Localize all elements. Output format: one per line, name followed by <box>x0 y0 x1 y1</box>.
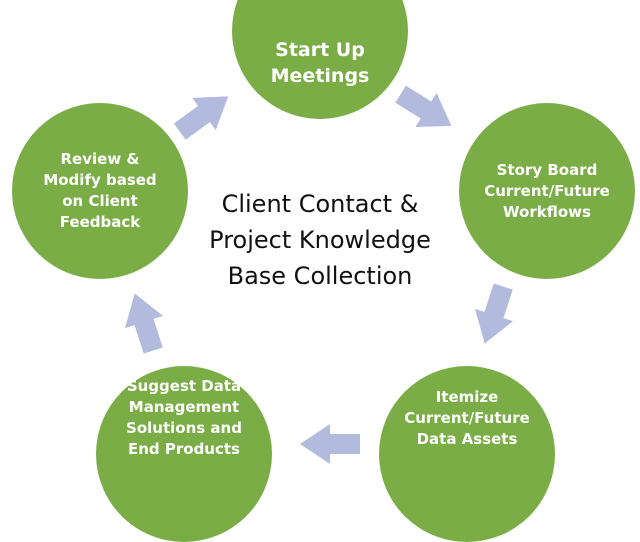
process-cycle-diagram: Start Up Meetings Story Board Current/Fu… <box>12 0 635 542</box>
step-itemize-data-assets: Itemize Current/Future Data Assets <box>379 366 555 542</box>
arrow-step3-to-step4-icon <box>300 424 360 464</box>
step-suggest-solutions: Suggest Data Management Solutions and En… <box>96 366 272 542</box>
step-label: Start Up Meetings <box>270 39 370 87</box>
step-start-up-meetings: Start Up Meetings <box>232 0 408 119</box>
step-story-board: Story Board Current/Future Workflows <box>459 103 635 279</box>
step-label: Review & Modify based on Client Feedback <box>43 150 157 231</box>
arrow-step2-to-step3-icon <box>474 283 514 344</box>
center-title-text: Client Contact & Project Knowledge Base … <box>209 190 431 290</box>
arrow-step4-to-step5-icon <box>124 293 164 354</box>
step-review-modify: Review & Modify based on Client Feedback <box>12 103 188 279</box>
step-label: Itemize Current/Future Data Assets <box>404 387 530 448</box>
step-label: Suggest Data Management Solutions and En… <box>126 377 242 458</box>
center-title: Client Contact & Project Knowledge Base … <box>170 186 470 294</box>
step-label: Story Board Current/Future Workflows <box>484 160 610 221</box>
arrow-step1-to-step2-icon <box>395 85 452 127</box>
arrow-step5-to-step1-icon <box>173 96 229 140</box>
